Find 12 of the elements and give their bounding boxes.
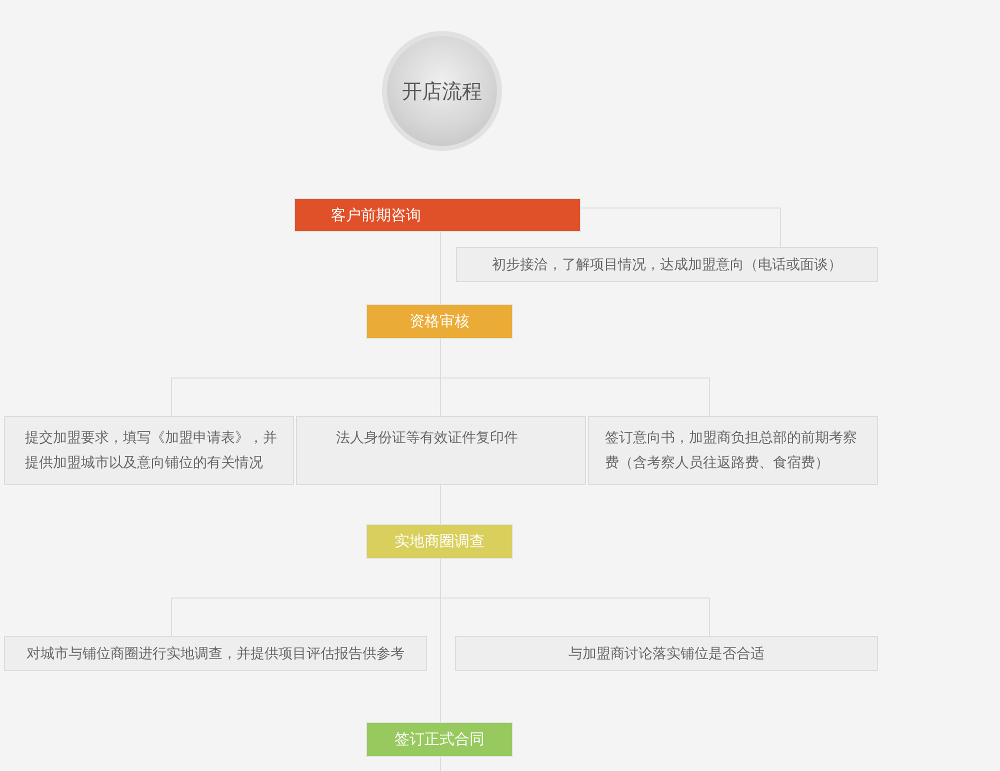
- step-box: 实地商圈调查: [366, 524, 513, 559]
- note-box: 初步接洽，了解项目情况，达成加盟意向（电话或面谈）: [456, 247, 878, 282]
- step-box: 客户前期咨询: [294, 198, 581, 232]
- note-box: 与加盟商讨论落实铺位是否合适: [455, 636, 878, 671]
- note-box: 对城市与铺位商圈进行实地调查，并提供项目评估报告供参考: [4, 636, 427, 671]
- title-circle: 开店流程: [382, 31, 502, 151]
- note-box: 法人身份证等有效证件复印件: [296, 416, 586, 485]
- step-box: 签订正式合同: [366, 722, 513, 757]
- note-box: 签订意向书，加盟商负担总部的前期考察费（含考察人员往返路费、食宿费）: [588, 416, 878, 485]
- note-box: 提交加盟要求，填写《加盟申请表》，并提供加盟城市以及意向铺位的有关情况: [4, 416, 294, 485]
- connector-line: [581, 208, 781, 248]
- step-box: 资格审核: [366, 304, 513, 339]
